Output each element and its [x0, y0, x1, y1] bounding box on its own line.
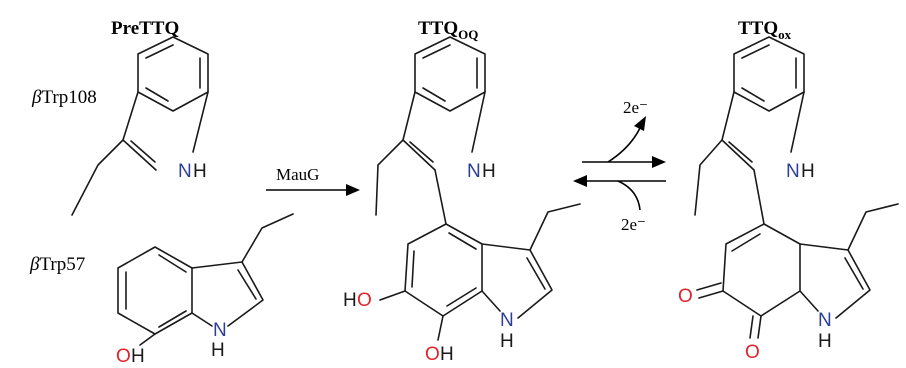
atom-n-ox-top: N: [786, 161, 800, 182]
equilibrium-arrows: [573, 116, 666, 211]
atom-n-oq-bottom: N: [500, 310, 514, 331]
reverse-arrow-head: [573, 175, 587, 187]
molecule-ttq-oq: [375, 36, 581, 341]
enzyme-label: MauG: [276, 165, 319, 184]
forward-arrow-head: [652, 156, 666, 168]
electrons-out-label: 2e⁻: [623, 98, 648, 117]
molecule-pre-trp57: [117, 213, 294, 346]
mauG-arrow-head: [346, 184, 360, 196]
atom-h-oh2-oq: H: [440, 344, 454, 365]
title-ttq-ox: TTQox: [738, 18, 792, 42]
atom-n-pre-trp108: N: [178, 161, 192, 182]
atom-o-pre-trp57: O: [116, 346, 131, 367]
electron-out-head: [634, 116, 646, 131]
electron-in-curve: [617, 180, 641, 211]
atom-h-pre-trp108: H: [193, 161, 207, 182]
electrons-in-label: 2e⁻: [621, 215, 646, 234]
atom-h-ox-bottom: H: [818, 331, 832, 352]
electron-out-curve: [607, 127, 641, 163]
atom-h-oh-pre-trp57: H: [131, 346, 145, 367]
label-trp57: βTrp57: [29, 254, 85, 275]
atom-o-ox-bottom: O: [745, 342, 760, 363]
atom-h-oq-top: H: [482, 161, 496, 182]
atom-o-ox-left: O: [678, 286, 693, 307]
atom-n-oq-top: N: [467, 161, 481, 182]
title-prettq: PreTTQ: [111, 18, 179, 39]
atom-h-pre-trp57: H: [211, 340, 225, 361]
atom-o-oh2-oq: O: [425, 344, 440, 365]
label-trp108: βTrp108: [31, 87, 97, 108]
atom-h-oq-bottom: H: [500, 331, 514, 352]
atom-h-ox-top: H: [801, 161, 815, 182]
molecule-pre-trp108: [71, 36, 209, 216]
atom-o-oh1-oq: O: [357, 290, 372, 311]
title-ttq-oq: TTQOQ: [418, 18, 478, 42]
atom-n-pre-trp57: N: [213, 320, 227, 341]
atom-n-ox-bottom: N: [818, 310, 832, 331]
molecule-ttq-ox: [694, 36, 899, 339]
atom-h-oh1-oq: H: [343, 290, 357, 311]
